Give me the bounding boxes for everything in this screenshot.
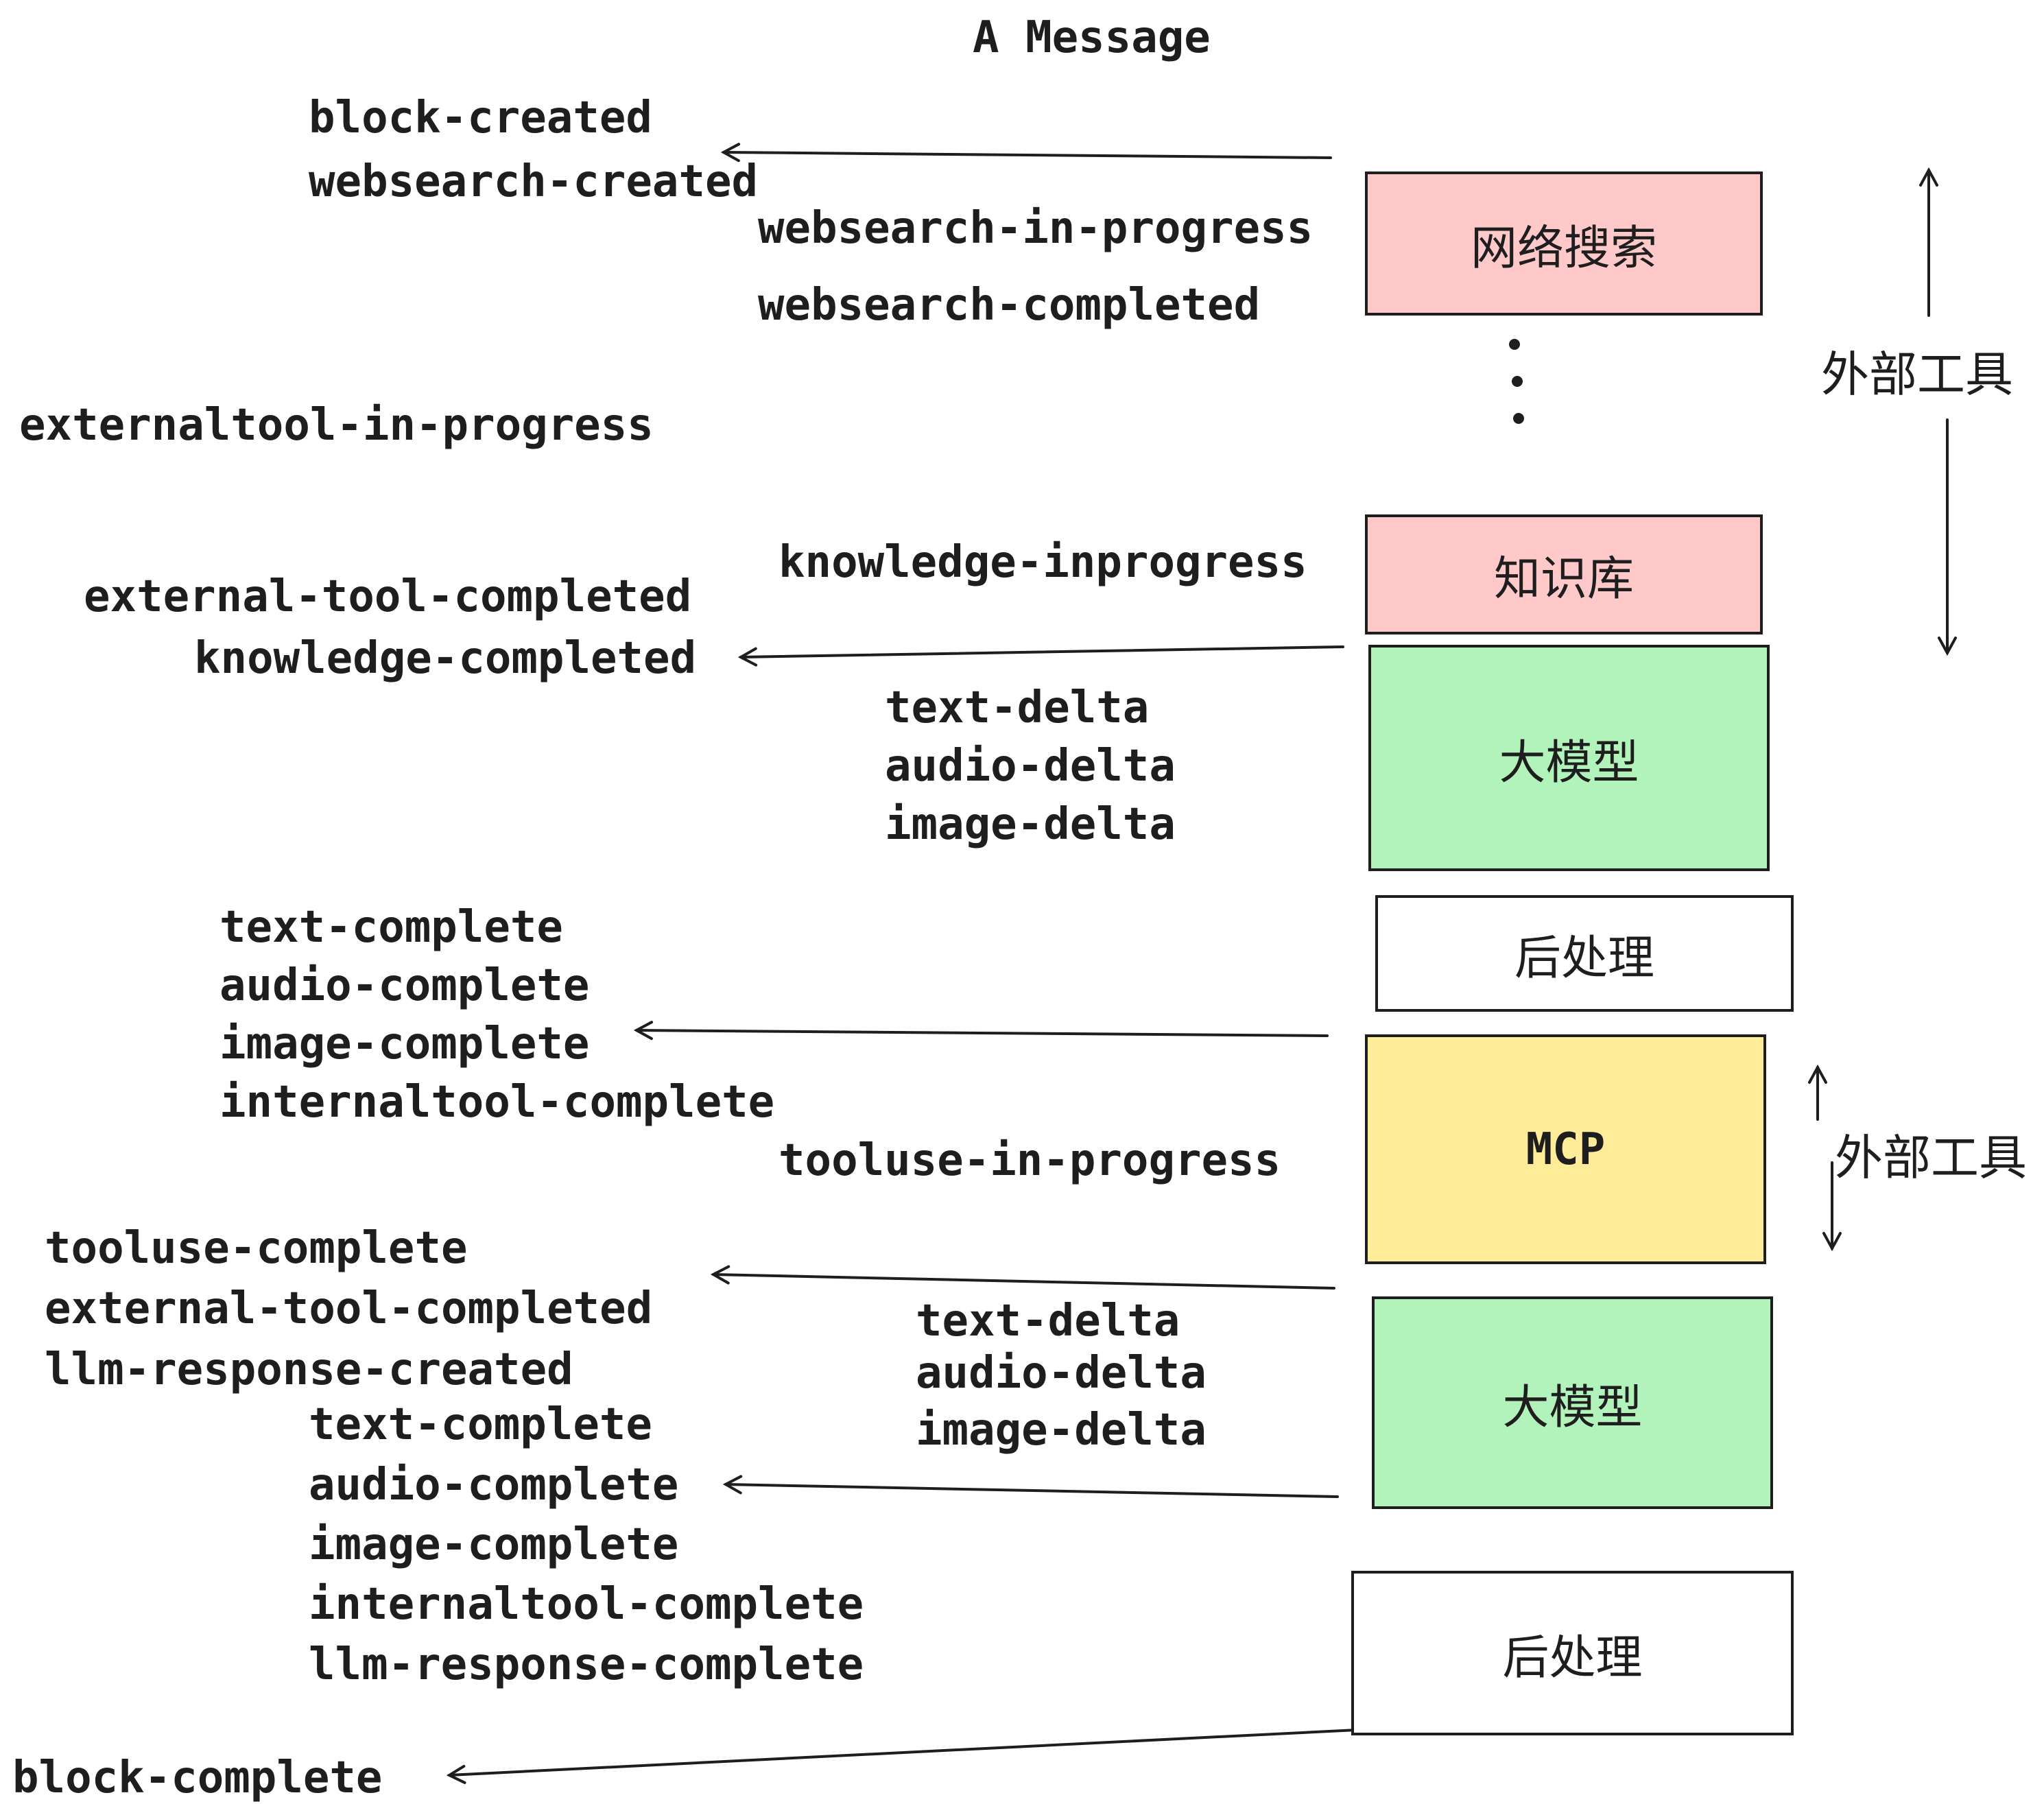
box-knowledge-label: 知识库 xyxy=(1493,552,1634,606)
arrow-websearch-to-block-created xyxy=(720,143,1332,163)
event-label-internaltool-complete-2: internaltool-complete xyxy=(309,1579,864,1630)
vertical-ellipsis xyxy=(1509,339,1524,424)
event-label-llm-response-created: llm-response-created xyxy=(45,1344,573,1395)
page-title: A Message xyxy=(973,12,1211,63)
event-label-audio-delta: audio-delta xyxy=(885,741,1176,792)
box-mcp: MCP xyxy=(1365,1034,1766,1264)
external-tools-label-2: 外部工具 xyxy=(1835,1130,2027,1186)
event-label-tooluse-complete: tooluse-complete xyxy=(45,1223,468,1274)
arrow-llm2-to-audio-complete xyxy=(722,1475,1339,1498)
event-label-image-complete-2: image-complete xyxy=(309,1519,679,1570)
event-label-external-tool-completed-2: external-tool-completed xyxy=(45,1283,653,1334)
box-llm-2-label: 大模型 xyxy=(1502,1380,1643,1435)
box-websearch: 网络搜索 xyxy=(1365,171,1763,316)
box-llm-1-label: 大模型 xyxy=(1499,735,1639,790)
event-label-text-delta-2: text-delta xyxy=(916,1296,1180,1346)
box-llm-2: 大模型 xyxy=(1372,1296,1773,1509)
event-label-image-complete: image-complete xyxy=(219,1019,590,1069)
event-label-audio-complete: audio-complete xyxy=(219,960,590,1011)
event-label-block-complete: block-complete xyxy=(12,1753,383,1803)
arrow-postprocess2-to-block-complete xyxy=(446,1729,1358,1784)
box-mcp-label: MCP xyxy=(1525,1124,1606,1175)
arrow-postprocess-to-image-complete xyxy=(633,1021,1329,1041)
event-label-websearch-created: websearch-created xyxy=(309,156,759,207)
box-llm-1: 大模型 xyxy=(1368,645,1770,871)
box-postprocess-2: 后处理 xyxy=(1351,1571,1794,1735)
box-postprocess-2-label: 后处理 xyxy=(1502,1630,1643,1685)
event-label-external-tool-completed: external-tool-completed xyxy=(84,571,692,622)
event-label-knowledge-inprogress: knowledge-inprogress xyxy=(779,537,1307,588)
event-label-websearch-in-progress: websearch-in-progress xyxy=(758,203,1314,254)
event-label-text-complete: text-complete xyxy=(219,902,563,953)
event-label-internaltool-complete: internaltool-complete xyxy=(219,1077,775,1128)
arrow-knowledge-to-knowledge-completed xyxy=(737,645,1344,667)
box-postprocess-1-label: 后处理 xyxy=(1514,931,1654,986)
box-knowledge: 知识库 xyxy=(1365,514,1763,634)
event-label-knowledge-completed: knowledge-completed xyxy=(194,633,697,684)
external-tools-label-1: 外部工具 xyxy=(1821,346,2013,403)
event-label-image-delta-2: image-delta xyxy=(916,1405,1207,1456)
event-label-llm-response-complete: llm-response-complete xyxy=(309,1639,864,1690)
event-label-text-complete-2: text-complete xyxy=(309,1399,652,1450)
event-label-tooluse-in-progress: tooluse-in-progress xyxy=(779,1135,1281,1186)
event-label-externaltool-in-progress: externaltool-in-progress xyxy=(19,400,654,451)
event-label-audio-delta-2: audio-delta xyxy=(916,1348,1207,1399)
event-label-text-delta: text-delta xyxy=(885,683,1150,733)
event-label-audio-complete-2: audio-complete xyxy=(309,1460,679,1510)
event-label-websearch-completed: websearch-completed xyxy=(758,280,1261,331)
event-label-block-created: block-created xyxy=(309,93,652,143)
arrow-mcp-to-tooluse-complete xyxy=(710,1265,1335,1290)
event-label-image-delta: image-delta xyxy=(885,799,1176,850)
box-websearch-label: 网络搜索 xyxy=(1470,221,1657,276)
box-postprocess-1: 后处理 xyxy=(1375,895,1794,1012)
